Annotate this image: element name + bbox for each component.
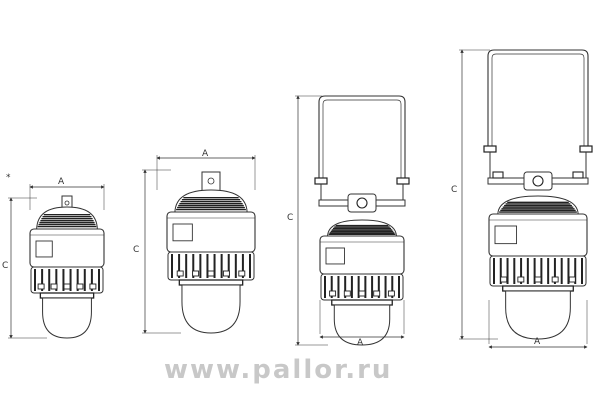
bracket-knob: [483, 145, 497, 153]
glass-collar: [502, 285, 574, 292]
vent-window: [551, 276, 559, 283]
variant-2-width-label: A: [202, 149, 209, 159]
variant-4-height-label: C: [451, 185, 457, 195]
vent-window: [76, 283, 84, 290]
vent-window: [387, 290, 395, 297]
vent-window: [343, 290, 351, 297]
vent-window: [89, 283, 97, 290]
variant-3-height-label: C: [287, 213, 293, 223]
pivot-hub-bolt: [356, 197, 368, 209]
watermark-url: www.pallor.ru: [164, 355, 392, 385]
pivot-hub-bolt: [532, 175, 544, 187]
glass-collar: [39, 292, 95, 299]
vent-window: [329, 290, 337, 297]
variant-1-width-label: A: [58, 177, 65, 187]
vent-window: [534, 276, 542, 283]
variant-3-dimensions: A C: [287, 213, 364, 348]
bracket-knob: [572, 171, 584, 179]
variant-4-width-label: A: [534, 337, 541, 347]
glass-collar: [331, 299, 393, 306]
nameplate: [35, 240, 53, 258]
vent-window: [358, 290, 366, 297]
glass-diffuser: [505, 290, 571, 340]
glass-diffuser: [42, 297, 92, 339]
variant-2-height-label: C: [133, 245, 139, 255]
vent-window: [517, 276, 525, 283]
vent-window: [222, 270, 230, 277]
vent-window: [50, 283, 58, 290]
nameplate: [325, 247, 345, 265]
nameplate: [172, 223, 193, 242]
glass-collar: [178, 279, 244, 286]
vent-window: [238, 270, 246, 277]
luminaire-variant-3: [295, 95, 410, 346]
vent-window: [373, 290, 381, 297]
bracket-knob: [314, 177, 328, 185]
variant-1-dimensions: A C: [2, 177, 65, 271]
bracket-knob: [492, 171, 504, 179]
vent-window: [500, 276, 508, 283]
glass-diffuser: [181, 284, 241, 334]
vent-window: [63, 283, 71, 290]
luminaire-variant-1: [8, 184, 105, 339]
mounting-bracket-inner: [322, 99, 402, 178]
bracket-knob: [396, 177, 410, 185]
glass-diffuser: [333, 304, 391, 346]
luminaire-variant-4: [459, 49, 593, 349]
vent-window: [568, 276, 576, 283]
fitting-bolt: [64, 200, 70, 206]
nameplate: [494, 225, 518, 245]
vent-window: [176, 270, 184, 277]
mounting-bracket-inner: [491, 53, 585, 146]
variant-2-dimensions: A C: [133, 149, 209, 255]
vent-window: [37, 283, 45, 290]
variant-4-dimensions: A C: [451, 185, 541, 347]
luminaire-variant-2: [142, 155, 256, 334]
stray-mark: *: [6, 173, 11, 183]
mounting-bracket: [487, 49, 589, 146]
mounting-bracket: [318, 95, 406, 178]
variant-3-width-label: A: [357, 338, 364, 348]
vent-window: [192, 270, 200, 277]
vent-window: [207, 270, 215, 277]
variant-1-height-label: C: [2, 261, 8, 271]
fitting-bolt: [207, 177, 215, 185]
bracket-knob: [579, 145, 593, 153]
